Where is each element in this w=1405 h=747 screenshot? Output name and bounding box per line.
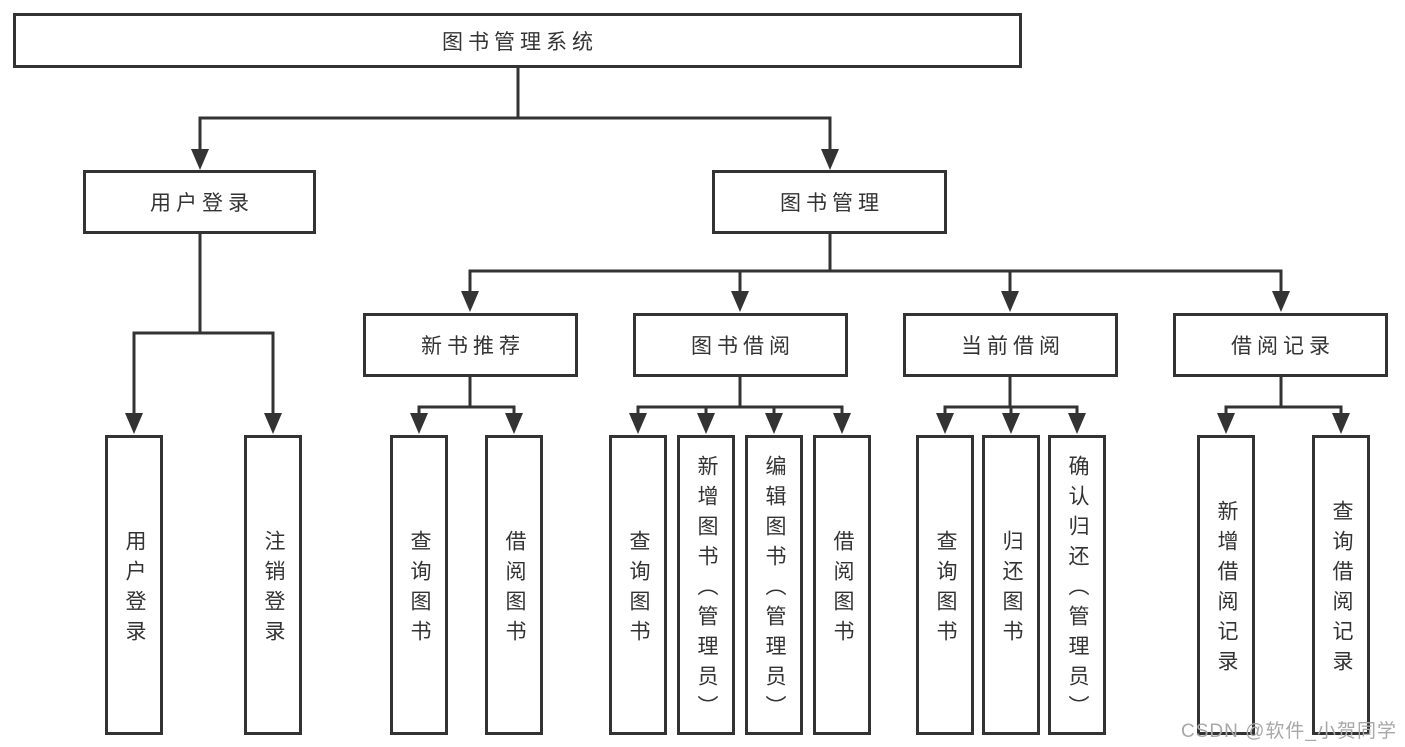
leaf-current-confirm-return-admin: 确认归还（管理员） — [1048, 435, 1106, 735]
leaf-records-query-record-label: 查询借阅记录 — [1330, 499, 1353, 680]
arrowhead — [410, 413, 428, 434]
leaf-borrowing-query-books-label: 查询图书 — [627, 529, 650, 650]
leaf-records-add-record: 新增借阅记录 — [1197, 435, 1255, 735]
arrowhead — [191, 149, 209, 170]
node-book-management-label: 图书管理 — [780, 192, 884, 215]
arrowhead — [629, 413, 647, 434]
arrowhead — [125, 413, 143, 434]
node-book-borrowing-label: 图书借阅 — [691, 335, 795, 358]
node-user-login: 用户登录 — [83, 170, 316, 234]
arrowhead — [1217, 413, 1235, 434]
connector-new-book-recommend — [417, 377, 516, 416]
node-borrow-records-label: 借阅记录 — [1231, 335, 1335, 358]
arrowhead — [1332, 413, 1350, 434]
node-borrow-records: 借阅记录 — [1173, 313, 1388, 377]
arrowhead — [461, 291, 479, 312]
leaf-newbook-query-books-label: 查询图书 — [408, 529, 431, 650]
leaf-current-query-books-label: 查询图书 — [934, 529, 957, 650]
leaf-borrowing-edit-books-admin: 编辑图书（管理员） — [745, 435, 803, 735]
arrowhead — [1272, 291, 1290, 312]
leaf-user-login: 用户登录 — [105, 435, 163, 735]
leaf-current-confirm-return-admin-label: 确认归还（管理员） — [1066, 454, 1089, 725]
connector-user-login — [132, 234, 275, 416]
leaf-borrowing-borrow-books-label: 借阅图书 — [831, 529, 854, 650]
leaf-newbook-query-books: 查询图书 — [390, 435, 448, 735]
leaf-borrowing-query-books: 查询图书 — [609, 435, 667, 735]
node-user-login-label: 用户登录 — [150, 192, 254, 215]
leaf-user-login-label: 用户登录 — [123, 529, 146, 650]
arrowhead — [264, 413, 282, 434]
leaf-borrowing-edit-books-admin-label: 编辑图书（管理员） — [763, 454, 786, 725]
leaf-logout-label: 注销登录 — [262, 529, 285, 650]
leaf-current-return-books-label: 归还图书 — [1000, 529, 1023, 650]
connector-current-borrowing — [943, 377, 1079, 416]
node-new-book-recommend-label: 新书推荐 — [421, 335, 525, 358]
node-system-root-label: 图书管理系统 — [442, 30, 598, 54]
arrowhead — [833, 413, 851, 434]
node-current-borrowing: 当前借阅 — [903, 313, 1118, 377]
leaf-borrowing-borrow-books: 借阅图书 — [813, 435, 871, 735]
arrowhead — [731, 291, 749, 312]
node-book-management: 图书管理 — [712, 170, 947, 234]
arrowhead — [936, 413, 954, 434]
arrowhead — [821, 149, 839, 170]
leaf-newbook-borrow-books: 借阅图书 — [485, 435, 543, 735]
leaf-current-query-books: 查询图书 — [916, 435, 974, 735]
leaf-logout: 注销登录 — [244, 435, 302, 735]
arrowhead — [1002, 413, 1020, 434]
connector-root — [198, 68, 832, 151]
node-book-borrowing: 图书借阅 — [633, 313, 848, 377]
leaf-current-return-books: 归还图书 — [982, 435, 1040, 735]
node-system-root: 图书管理系统 — [13, 13, 1022, 68]
leaf-newbook-borrow-books-label: 借阅图书 — [503, 529, 526, 650]
watermark: CSDN @软件_小贺同学 — [1181, 721, 1397, 742]
connector-book-borrowing — [636, 377, 844, 416]
arrowhead — [1001, 291, 1019, 312]
leaf-records-query-record: 查询借阅记录 — [1312, 435, 1370, 735]
connector-book-management — [468, 234, 1283, 294]
leaf-records-add-record-label: 新增借阅记录 — [1215, 499, 1238, 680]
arrowhead — [765, 413, 783, 434]
node-new-book-recommend: 新书推荐 — [363, 313, 578, 377]
node-current-borrowing-label: 当前借阅 — [961, 335, 1065, 358]
leaf-borrowing-add-books-admin-label: 新增图书（管理员） — [695, 454, 718, 725]
arrowhead — [697, 413, 715, 434]
leaf-borrowing-add-books-admin: 新增图书（管理员） — [677, 435, 735, 735]
arrowhead — [505, 413, 523, 434]
connector-borrow-records — [1224, 377, 1343, 416]
arrowhead — [1068, 413, 1086, 434]
